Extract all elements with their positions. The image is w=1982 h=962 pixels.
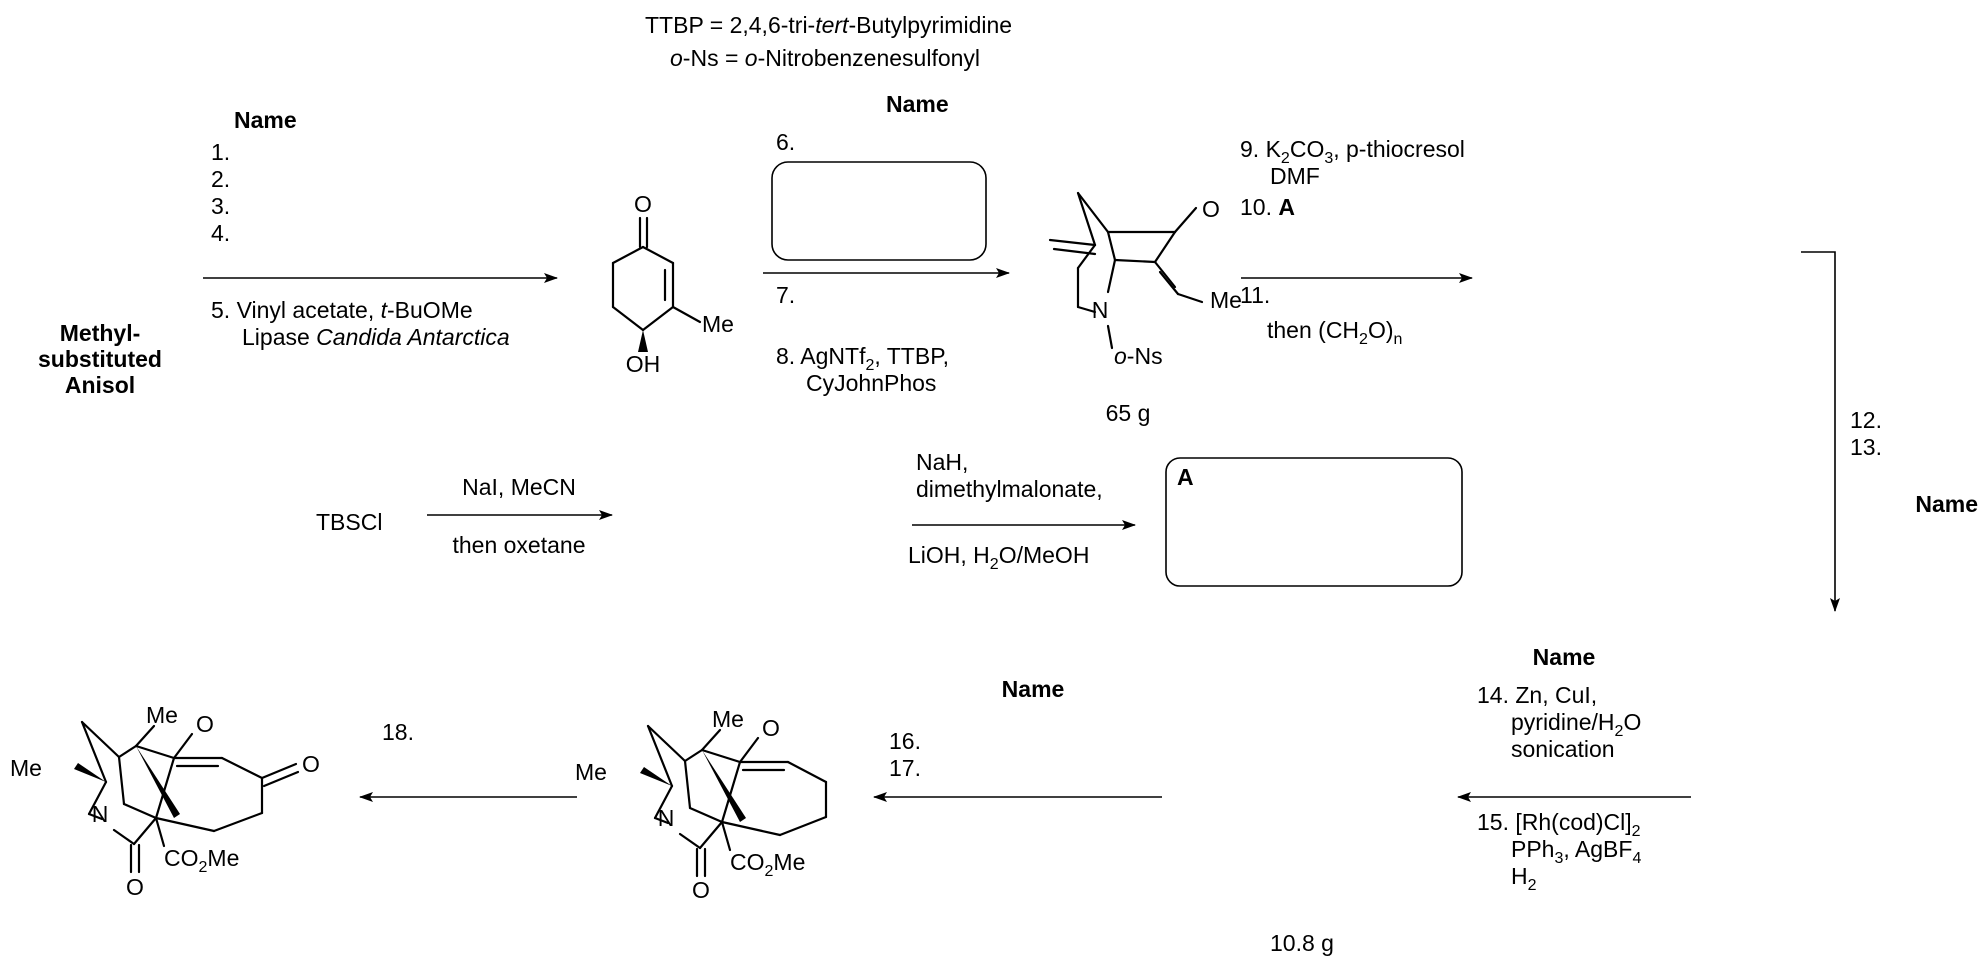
svg-text:O: O (126, 874, 144, 900)
svg-text:O: O (634, 191, 652, 217)
svg-text:DMF: DMF (1270, 163, 1320, 189)
compound-a-answer-box (1165, 457, 1463, 587)
legend-ons: o-Ns = o-Nitrobenzenesulfonyl (670, 45, 980, 71)
step2-reagent-8b: CyJohnPhos (806, 370, 936, 396)
svg-text:3.: 3. (211, 193, 230, 219)
step1-name-label: Name (234, 107, 297, 133)
svg-text:14. Zn, CuI,: 14. Zn, CuI, (1477, 682, 1597, 708)
svg-text:4.: 4. (211, 220, 230, 246)
step1-reagent-5: 5. Vinyl acetate, t-BuOMe (211, 297, 473, 323)
svg-text:N: N (658, 805, 675, 831)
svg-text:OH: OH (626, 351, 661, 377)
svg-text:Me: Me (702, 311, 734, 337)
svg-text:O: O (692, 877, 710, 903)
svg-text:pyridine/H2O: pyridine/H2O (1511, 709, 1641, 740)
step5-name-label: Name (1533, 644, 1596, 670)
step4-arrow (1801, 251, 1840, 612)
svg-text:O: O (1202, 196, 1220, 222)
svg-text:substituted: substituted (38, 346, 162, 372)
step2-reagent-8: 8. AgNTf2, TTBP, (776, 343, 949, 374)
svg-text:15. [Rh(cod)Cl]2: 15. [Rh(cod)Cl]2 (1477, 809, 1641, 840)
svg-text:Me: Me (1210, 287, 1242, 313)
side-arrow-1-below: then oxetane (452, 532, 585, 558)
step6-name-label: Name (1002, 676, 1065, 702)
svg-text:N: N (1092, 297, 1109, 323)
svg-text:CO2Me: CO2Me (164, 845, 239, 876)
step5-reagents-below: 15. [Rh(cod)Cl]2 PPh3, AgBF4 H2 (1477, 809, 1641, 894)
step1-reagent-5b: Lipase Candida Antarctica (242, 324, 510, 350)
svg-text:Me: Me (575, 759, 607, 785)
step3-reagent-11b: then (CH2O)n (1267, 317, 1402, 348)
svg-text:N: N (92, 801, 109, 827)
step6-reagent-17: 17. (889, 755, 921, 781)
svg-text:PPh3, AgBF4: PPh3, AgBF4 (1511, 836, 1641, 867)
compound-bicyclic-mass: 65 g (1106, 400, 1151, 426)
svg-text:O: O (762, 715, 780, 741)
svg-text:1.: 1. (211, 139, 230, 165)
compound-a-label: A (1177, 464, 1194, 490)
svg-text:O: O (302, 751, 320, 777)
compound-bicyclic-enone: O N Me o-Ns (1048, 191, 1242, 369)
compound-final-diketone: Me Me N O O O CO2Me (10, 702, 320, 900)
side-arrow-2-above-2: dimethylmalonate, (916, 476, 1103, 502)
svg-text:Me: Me (146, 702, 178, 728)
step2-reagent-6: 6. (776, 129, 795, 155)
svg-text:CO2Me: CO2Me (730, 849, 805, 880)
step2-name-label: Name (886, 91, 949, 117)
step7-reagent-18: 18. (382, 719, 414, 745)
svg-text:Me: Me (712, 706, 744, 732)
starting-material-label: Methyl- substituted Anisol (38, 320, 162, 398)
side-arrow-2-above-1: NaH, (916, 449, 968, 475)
svg-text:9. K2CO3, p-thiocresol: 9. K2CO3, p-thiocresol (1240, 136, 1465, 167)
svg-text:o-Ns: o-Ns (1114, 343, 1163, 369)
step4-name-label: Name (1915, 491, 1978, 517)
svg-text:H2: H2 (1511, 863, 1537, 894)
side-reagent-tbscl: TBSCl (316, 509, 382, 535)
step2-answer-box (771, 161, 987, 261)
svg-text:Anisol: Anisol (65, 372, 135, 398)
step5-reagents-above: 14. Zn, CuI, pyridine/H2O sonication (1477, 682, 1641, 762)
side-arrow-2-below: LiOH, H2O/MeOH (908, 542, 1089, 573)
side-arrow-1-above: NaI, MeCN (462, 474, 576, 500)
legend-ttbp: TTBP = 2,4,6-tri-tert-Butylpyrimidine (645, 12, 1012, 38)
svg-text:10. A: 10. A (1240, 194, 1295, 220)
svg-text:2.: 2. (211, 166, 230, 192)
svg-text:sonication: sonication (1511, 736, 1615, 762)
step6-reagent-16: 16. (889, 728, 921, 754)
step4-reagent-13: 13. (1850, 434, 1882, 460)
step1-reagents: 1. 2. 3. 4. (211, 139, 230, 246)
svg-text:Methyl-: Methyl- (60, 320, 141, 346)
svg-text:Me: Me (10, 755, 42, 781)
step4-reagent-12: 12. (1850, 407, 1882, 433)
compound-enone: O Me OH (611, 191, 734, 377)
step5-mass: 10.8 g (1270, 930, 1334, 956)
step3-reagent-11: 11. (1240, 282, 1270, 308)
compound-tricyclic-ester: Me Me N O O CO2Me (575, 706, 828, 903)
step3-reagents: 9. K2CO3, p-thiocresol DMF 10. A (1240, 136, 1465, 220)
step2-reagent-7: 7. (776, 282, 795, 308)
svg-text:O: O (196, 711, 214, 737)
